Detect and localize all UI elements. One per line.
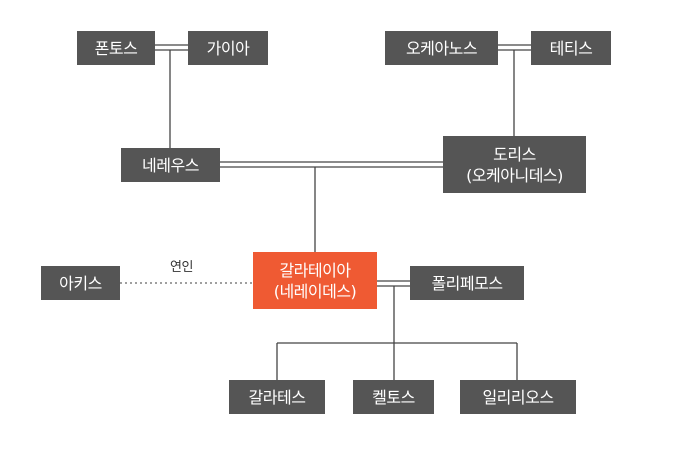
node-galatas-label: 갈라테스	[248, 387, 306, 407]
node-polyphemus: 폴리페모스	[410, 266, 524, 300]
node-pontos: 폰토스	[77, 31, 155, 65]
node-tethys-label: 테티스	[549, 38, 593, 58]
node-galatas: 갈라테스	[229, 380, 325, 414]
node-gaia-label: 가이아	[206, 38, 250, 58]
lover-relation-label: 연인	[170, 260, 193, 275]
node-illyrios-label: 일리리오스	[482, 387, 554, 407]
node-keltos-label: 켈토스	[372, 387, 415, 407]
node-keltos: 켈토스	[353, 380, 434, 414]
node-pontos-label: 폰토스	[94, 38, 138, 58]
node-okeanos-label: 오케아노스	[405, 38, 478, 58]
node-tethys: 테티스	[531, 31, 611, 65]
node-doris-label: 도리스	[493, 144, 536, 164]
node-galatea-label: 갈라테이아	[279, 260, 351, 280]
node-doris: 도리스 (오케아니데스)	[443, 136, 586, 193]
node-gaia: 가이아	[188, 31, 268, 65]
node-acis: 아키스	[41, 266, 120, 300]
node-nereus-label: 네레우스	[142, 155, 199, 175]
node-polyphemus-label: 폴리페모스	[431, 273, 503, 293]
node-doris-sublabel: (오케아니데스)	[466, 165, 563, 185]
node-galatea: 갈라테이아 (네레이데스)	[253, 252, 377, 309]
node-illyrios: 일리리오스	[460, 380, 576, 414]
node-nereus: 네레우스	[121, 148, 220, 182]
node-galatea-sublabel: (네레이데스)	[273, 281, 357, 301]
node-acis-label: 아키스	[59, 273, 102, 293]
node-okeanos: 오케아노스	[385, 31, 498, 65]
